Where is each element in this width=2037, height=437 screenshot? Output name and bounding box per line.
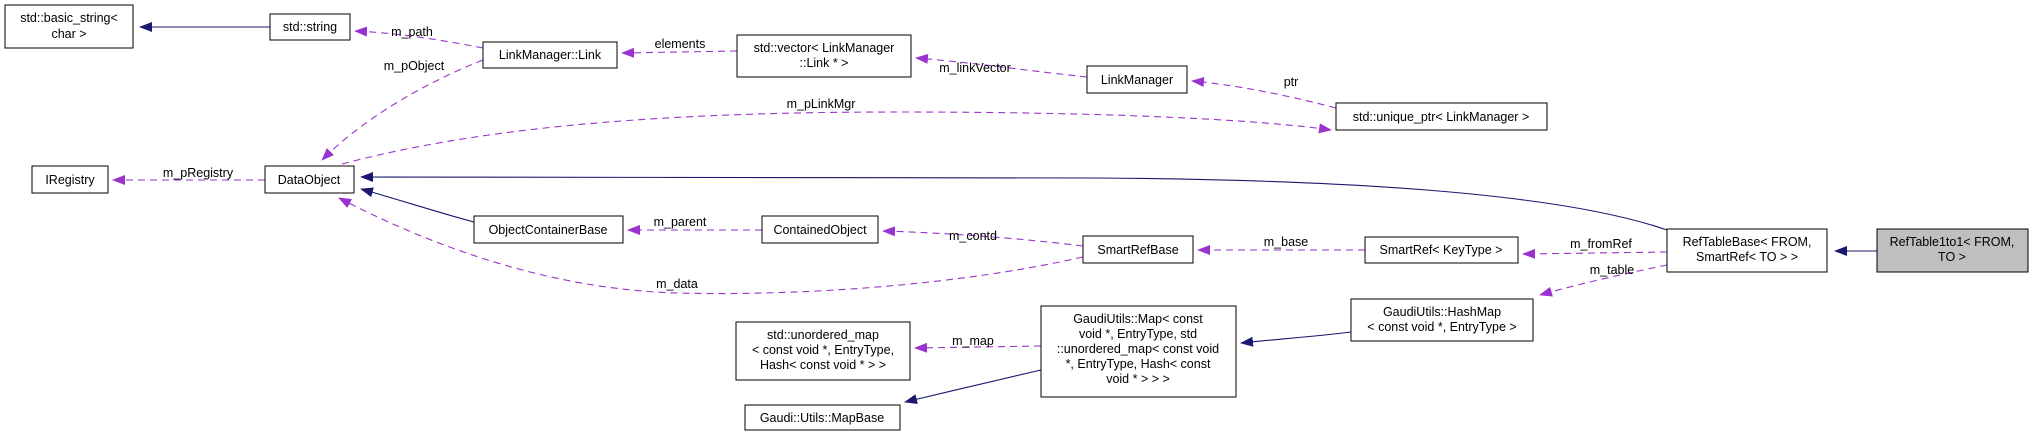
edge-label-m-linkvector: m_linkVector [939,61,1011,75]
node-label-line: std::basic_string< [20,11,118,25]
edge-usage-m-fromref [1522,248,1668,259]
edge-usage-m-linkvector [915,53,1088,78]
node-label-line: SmartRef< KeyType > [1380,243,1503,257]
node-dataobject[interactable]: DataObject [264,165,355,194]
edge-inheritance-hashmap-map [1240,331,1352,347]
node-std-unique-ptr-linkmanager[interactable]: std::unique_ptr< LinkManager > [1335,102,1548,131]
node-label-line: std::string [283,20,337,34]
node-std-basic-string[interactable]: std::basic_string< char > [4,4,134,49]
node-label-line: std::unique_ptr< LinkManager > [1353,110,1530,124]
node-label-line: Hash< const void * > > [760,358,886,372]
edge-label-m-pobject: m_pObject [384,59,445,73]
edge-label-m-parent: m_parent [654,215,707,229]
node-label-line: GaudiUtils::Map< const [1073,312,1203,326]
edge-label-m-pregistry: m_pRegistry [163,166,234,180]
node-reftablebase[interactable]: RefTableBase< FROM, SmartRef< TO > > [1666,228,1828,273]
node-label-line: *, EntryType, Hash< const [1066,357,1211,371]
edge-usage-elements [621,47,738,58]
node-label-line: ::unordered_map< const void [1057,342,1219,356]
node-label-line: GaudiUtils::HashMap [1383,305,1501,319]
node-std-vector-linkmanager-link[interactable]: std::vector< LinkManager ::Link * > [736,34,912,78]
node-label-line: SmartRef< TO > > [1696,250,1798,264]
node-label-line: RefTableBase< FROM, [1683,235,1812,249]
node-label-line: LinkManager [1101,73,1173,87]
node-label-line: DataObject [278,173,341,187]
node-label-line: ObjectContainerBase [489,223,608,237]
edge-usage-m-contd [882,226,1084,247]
edge-usage-m-map [914,342,1042,353]
node-gaudiutils-map[interactable]: GaudiUtils::Map< const void *, EntryType… [1040,305,1237,398]
node-label-line: TO > [1938,250,1966,264]
node-label-line: std::unordered_map [767,328,879,342]
node-smartrefbase[interactable]: SmartRefBase [1082,235,1194,264]
node-label-line: ::Link * > [800,56,849,70]
edge-label-m-base: m_base [1264,235,1309,249]
node-label-line: SmartRefBase [1097,243,1178,257]
node-std-unordered-map[interactable]: std::unordered_map < const void *, Entry… [735,321,911,381]
node-label-line: < const void *, EntryType > [1367,320,1516,334]
node-containedobject[interactable]: ContainedObject [761,215,879,244]
node-label-line: RefTable1to1< FROM, [1890,235,2015,249]
node-smartref-keytype[interactable]: SmartRef< KeyType > [1364,236,1519,264]
node-label-line: void * > > > [1106,372,1170,386]
edge-usage-m-table [1539,264,1668,297]
edge-label-m-data: m_data [656,277,698,291]
node-objectcontainerbase[interactable]: ObjectContainerBase [473,215,624,244]
node-gaudiutils-hashmap[interactable]: GaudiUtils::HashMap < const void *, Entr… [1350,298,1534,342]
edge-label-m-fromref: m_fromRef [1570,237,1632,251]
edge-label-m-path: m_path [391,25,433,39]
edge-inheritance-map-mapbase [904,369,1042,405]
node-label-line: IRegistry [45,173,95,187]
edge-label-elements: elements [655,37,706,51]
node-linkmanager-link[interactable]: LinkManager::Link [482,41,618,69]
edge-usage-m-path [354,26,484,49]
edge-inheritance-reftablebase-dataobject [360,171,1668,231]
edge-label-m-table: m_table [1590,263,1635,277]
edge-label-m-contd: m_contd [949,229,997,243]
edge-label-ptr: ptr [1284,75,1299,89]
edge-label-m-plinkmgr: m_pLinkMgr [787,97,856,111]
edge-usage-m-data [338,197,1084,295]
node-linkmanager[interactable]: LinkManager [1086,65,1188,94]
node-std-string[interactable]: std::string [269,13,351,41]
edge-label-m-map: m_map [952,334,994,348]
node-label-line: char > [51,27,86,41]
node-label-line: ContainedObject [773,223,867,237]
node-label-line: LinkManager::Link [499,48,602,62]
node-label-line: void *, EntryType, std [1079,327,1197,341]
edge-inheritance-ocb-dataobject [360,187,475,223]
edge-usage-ptr [1191,77,1337,109]
node-reftable1to1-focus: RefTable1to1< FROM, TO > [1876,228,2029,273]
edge-usage-m-pobject [321,59,484,161]
node-gaudi-utils-mapbase[interactable]: Gaudi::Utils::MapBase [744,404,901,431]
edge-usage-m-plinkmgr [341,111,1332,165]
node-label-line: < const void *, EntryType, [752,343,894,357]
node-label-line: Gaudi::Utils::MapBase [760,411,884,425]
node-label-line: std::vector< LinkManager [754,41,895,55]
node-iregistry[interactable]: IRegistry [31,165,109,194]
